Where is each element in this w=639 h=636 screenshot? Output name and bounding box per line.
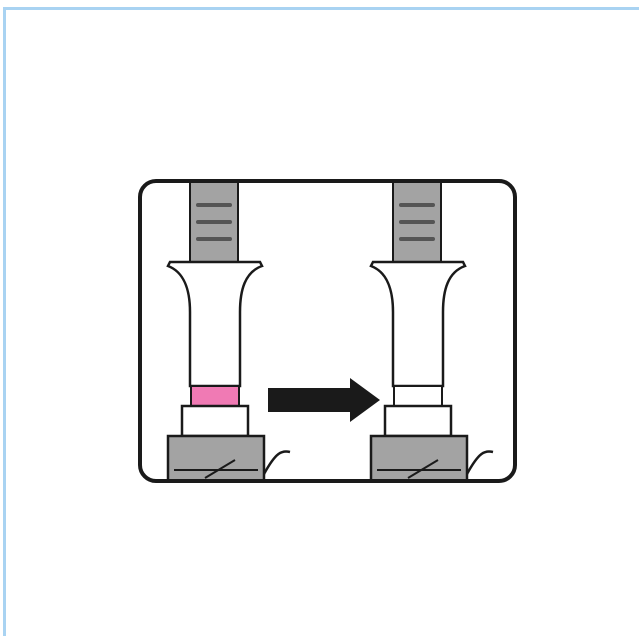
panel-border bbox=[138, 179, 517, 483]
connector-after-plug bbox=[383, 404, 453, 438]
connector-before-plug bbox=[180, 404, 250, 438]
frame-left-border bbox=[3, 7, 6, 636]
connector-after-grip bbox=[392, 181, 442, 263]
socket-clip bbox=[465, 450, 494, 475]
connector-after-socket bbox=[369, 434, 469, 481]
connector-before-socket bbox=[166, 434, 266, 481]
frame-top-border bbox=[3, 7, 639, 10]
connector-after bbox=[369, 181, 494, 481]
connector-after-band bbox=[393, 385, 443, 407]
right-arrow-icon bbox=[268, 378, 380, 422]
connector-before bbox=[166, 181, 291, 481]
socket-clip bbox=[262, 450, 291, 475]
connector-before-grip bbox=[189, 181, 239, 263]
connector-before-band bbox=[190, 385, 240, 407]
